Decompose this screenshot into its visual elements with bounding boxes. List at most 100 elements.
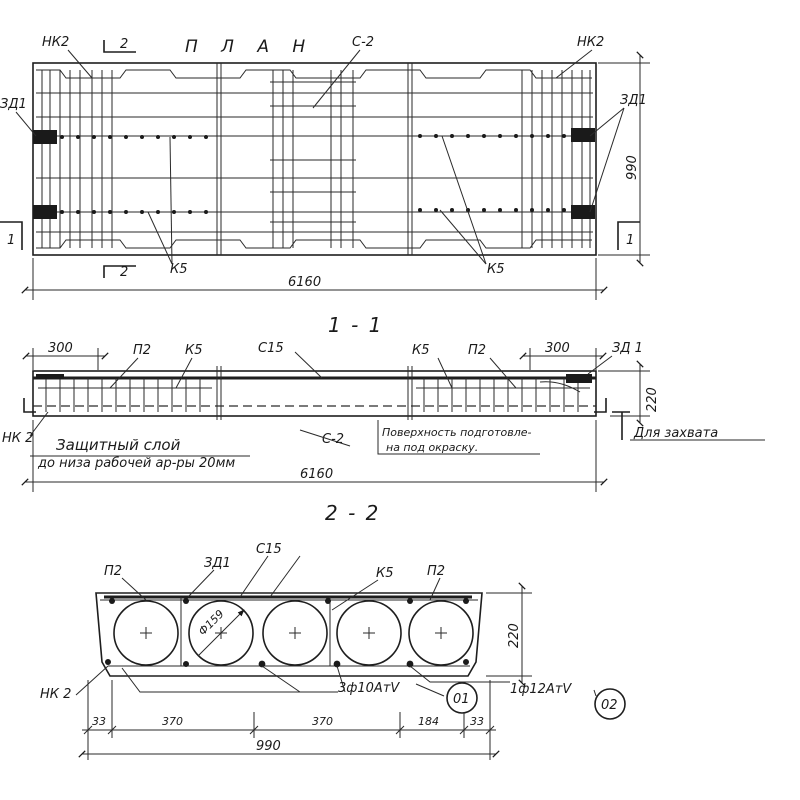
leader-line <box>589 107 625 213</box>
s11-dim-end-right-text: 300 <box>545 341 570 356</box>
plan-embed-plate <box>571 205 595 219</box>
position-01-text: 01 <box>453 692 470 707</box>
s11-label-k5-left: К5 <box>185 343 203 358</box>
plan-view: П Л А Н <box>0 35 650 300</box>
leader-line <box>439 209 487 265</box>
note-lifting: Для захвата <box>633 426 718 441</box>
leader-line <box>187 569 215 598</box>
rebar-01-leader <box>121 667 338 693</box>
section-1-1-plate-left <box>36 374 64 379</box>
s22-label-nk2: НК 2 <box>40 687 71 702</box>
plan-top-key <box>36 69 592 79</box>
leader-line <box>441 135 487 265</box>
leader-line <box>75 665 109 696</box>
section-1-1-title: 1 - 1 <box>328 313 383 337</box>
s22-label-p2-left: П2 <box>104 564 122 579</box>
plan-right-cage <box>521 70 591 248</box>
s11-dim-end-left-text: 300 <box>48 341 73 356</box>
s22-dim-span3: 184 <box>418 715 439 728</box>
section-2-2-title: 2 - 2 <box>325 501 380 525</box>
leader-line <box>269 555 301 598</box>
section-1-1-plate-right <box>566 374 592 383</box>
s22-dim-width-text: 990 <box>256 739 281 754</box>
section-mark-1-left <box>0 221 23 250</box>
void-diameter-arrow <box>197 609 245 657</box>
note-surface-leader <box>377 420 540 455</box>
s22-label-k5: К5 <box>376 566 394 581</box>
s22-dim-edge-right: 33 <box>470 715 484 728</box>
position-02-text: 02 <box>601 698 618 713</box>
plan-center-cage <box>270 70 356 248</box>
rebar-02-spec: 1ф12АтⅤ <box>510 682 572 697</box>
note-surface-line1: Поверхность подготовле- <box>382 426 532 439</box>
leader-line <box>331 579 379 611</box>
section-1-1-right-stirrups <box>416 378 590 412</box>
plan-label-nk2-right: НК2 <box>577 35 604 50</box>
leader-line <box>169 136 173 265</box>
section-1-1: 1 - 1 <box>2 313 765 492</box>
section-mark-2-top-label: 2 <box>120 37 128 52</box>
section-1-1-hook-left <box>23 398 36 413</box>
plan-label-k5-right: К5 <box>487 262 505 277</box>
plan-label-nk2-left: НК2 <box>42 35 69 50</box>
plan-embed-plate <box>33 205 57 219</box>
leader-line <box>294 351 323 379</box>
s11-dim-length-text: 6160 <box>300 467 333 482</box>
leader-line <box>429 577 441 601</box>
rebar-01-spec: 3ф10АтⅤ <box>338 681 400 696</box>
plan-label-c2: С-2 <box>352 35 374 50</box>
section-2-2-outline <box>95 592 483 677</box>
s22-label-p2-right: П2 <box>427 564 445 579</box>
plan-k5-dots <box>60 134 566 214</box>
section-mark-2-top <box>103 40 136 53</box>
leader-line <box>239 555 269 598</box>
s11-label-c2: С-2 <box>322 432 344 447</box>
leader-line <box>437 357 453 389</box>
s11-dim-height-text: 220 <box>645 387 660 412</box>
plan-label-zd1-left: ЗД1 <box>0 97 27 112</box>
section-2-2-rebars <box>105 598 469 668</box>
void-diameter-text: Ф159 <box>196 607 227 638</box>
leader-line <box>589 107 625 137</box>
leader-line <box>175 357 193 389</box>
leader-line <box>15 111 37 137</box>
section-mark-2-bottom-label: 2 <box>120 265 128 280</box>
s22-dim-edge-left: 33 <box>92 715 106 728</box>
s22-dim-span2: 370 <box>312 715 333 728</box>
plan-left-cage <box>41 70 113 248</box>
s11-label-zd1: ЗД 1 <box>612 341 643 356</box>
section-mark-1-left-label: 1 <box>7 233 15 248</box>
plan-embed-plate <box>571 128 595 142</box>
section-mark-1-right <box>617 221 640 250</box>
plan-bottom-key <box>36 239 592 249</box>
s11-label-p2-right: П2 <box>468 343 486 358</box>
plan-label-zd1-right: ЗД1 <box>620 93 647 108</box>
section-2-2-voids <box>113 600 474 666</box>
s22-label-c15: С15 <box>256 542 282 557</box>
section-1-1-hook-right <box>594 398 607 413</box>
section-mark-1-right-label: 1 <box>626 233 634 248</box>
leader-line <box>121 577 147 601</box>
plan-embed-plate <box>33 130 57 144</box>
leader-line <box>489 357 517 389</box>
s11-label-c15: С15 <box>258 341 284 356</box>
position-01-circle <box>446 682 478 714</box>
leader-line <box>587 355 613 375</box>
plan-slab-outline <box>32 62 597 256</box>
s22-dim-span1: 370 <box>162 715 183 728</box>
leader-line <box>312 49 361 109</box>
note-surface-line2: на под окраску. <box>386 441 478 454</box>
section-mark-2-bottom <box>103 265 136 278</box>
note-cover-line1: Защитный слой <box>56 436 181 454</box>
leader-line <box>299 429 351 447</box>
leader-line <box>147 211 173 265</box>
section-1-1-left-stirrups <box>38 378 212 412</box>
plan-dim-width-text: 990 <box>625 155 640 180</box>
position-02-circle <box>594 688 626 720</box>
s22-dim-height-text: 220 <box>507 623 522 648</box>
plan-label-k5-left: К5 <box>170 262 188 277</box>
plan-title: П Л А Н <box>185 37 314 57</box>
section-2-2: 2 - 2 Ф159 <box>40 501 626 760</box>
s22-label-zd1: ЗД1 <box>204 556 231 571</box>
